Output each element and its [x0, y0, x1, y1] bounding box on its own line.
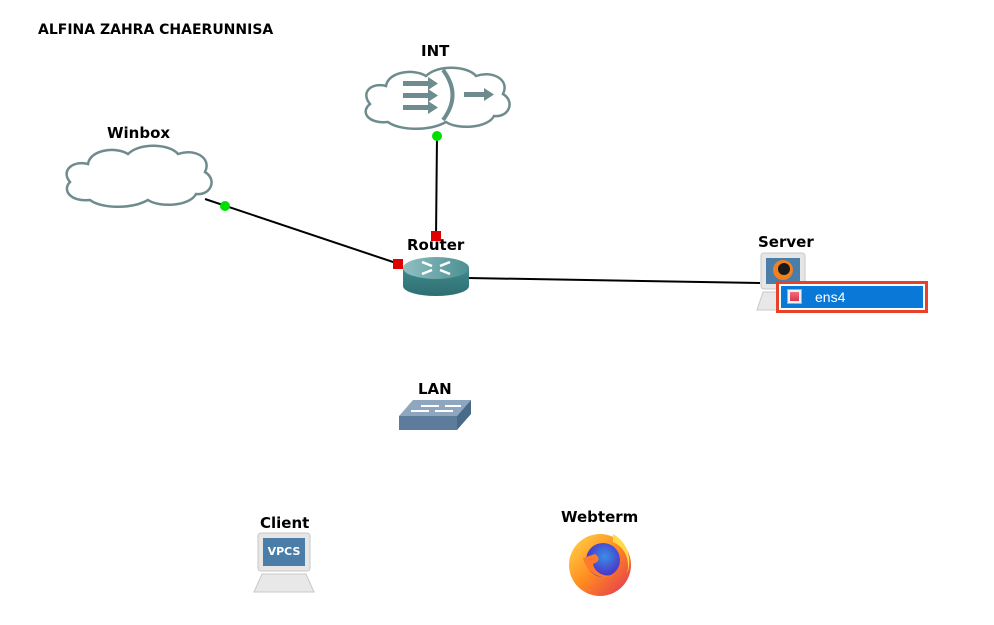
cloud-icon	[65, 144, 213, 208]
vpcs-screen-text: VPCS	[267, 545, 301, 558]
ethernet-switch-icon	[399, 400, 471, 430]
router-icon	[403, 257, 469, 296]
node-label-server[interactable]: Server	[758, 233, 814, 251]
router-port-winbox-status-stopped	[393, 259, 403, 269]
vpcs-icon	[253, 532, 315, 593]
node-webterm[interactable]	[565, 528, 635, 598]
node-client[interactable]: VPCS	[252, 532, 318, 594]
node-winbox[interactable]	[60, 142, 218, 212]
node-label-client[interactable]: Client	[260, 514, 310, 532]
winbox-port-status-up	[220, 201, 230, 211]
canvas-title-note: ALFINA ZAHRA CHAERUNNISA	[38, 22, 274, 38]
cloud-nat-icon	[364, 66, 511, 130]
menu-item-ens4[interactable]: ens4	[781, 286, 923, 308]
node-label-router[interactable]: Router	[407, 236, 465, 254]
menu-item-label: ens4	[815, 289, 846, 305]
node-label-winbox[interactable]: Winbox	[107, 124, 171, 142]
int-port-status-up	[432, 131, 442, 141]
link-int-router[interactable]	[435, 135, 438, 238]
link-router-server[interactable]	[467, 277, 761, 284]
node-int[interactable]	[358, 62, 516, 132]
router-port-int-status-stopped	[431, 231, 441, 241]
firefox-icon	[569, 534, 631, 596]
node-lan[interactable]	[399, 398, 473, 432]
interface-selection-menu: ens4	[776, 281, 928, 313]
node-label-int[interactable]: INT	[421, 42, 450, 60]
node-label-webterm[interactable]: Webterm	[561, 508, 639, 526]
node-router[interactable]	[402, 250, 470, 298]
link-winbox-router[interactable]	[204, 198, 400, 265]
node-label-lan[interactable]: LAN	[418, 380, 452, 398]
interface-stopped-icon	[787, 289, 802, 304]
